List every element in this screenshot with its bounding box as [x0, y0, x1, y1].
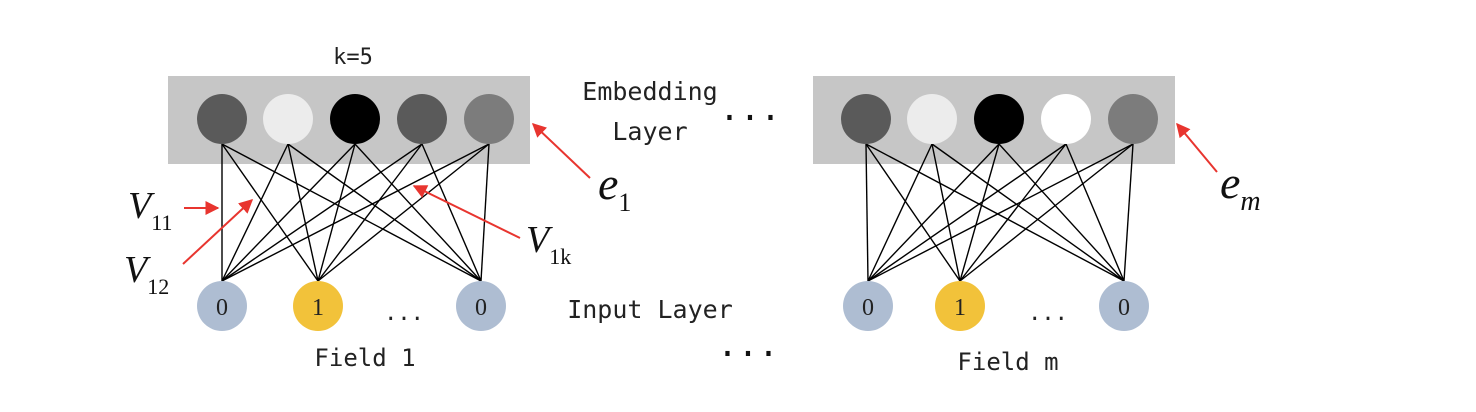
field-1-embedding-node-4	[397, 94, 447, 144]
field-1-connections	[221, 143, 490, 282]
field-1-connection-1-3	[221, 143, 356, 282]
field-m-connections	[865, 143, 1134, 282]
weight-v11-label: V11	[128, 185, 172, 235]
field-1-connection-2-5	[317, 143, 490, 282]
input-layer-label: Input Layer	[567, 295, 733, 324]
field-1-connection-2-2	[287, 143, 319, 282]
field-1-connection-3-1	[221, 143, 482, 282]
embedding-layer-label-line1: Embedding	[582, 77, 717, 106]
field-m-input-ellipsis: ...	[1028, 301, 1068, 326]
field-1-connection-1-4	[221, 143, 423, 282]
field-1-connection-3-5	[480, 143, 490, 282]
field-m-connection-3-4	[1065, 143, 1125, 282]
field-m-group: 0 1 0 ... Field m em	[813, 76, 1261, 376]
field-m-input-value-2: 1	[954, 295, 966, 321]
field-m-embedding-node-1	[841, 94, 891, 144]
weight-v1k-label: V1k	[526, 219, 571, 269]
field-m-embedding-node-5	[1108, 94, 1158, 144]
field-1-connection-2-1	[221, 143, 319, 282]
field-1-connection-3-4	[421, 143, 482, 282]
field-1-connection-3-3	[354, 143, 482, 282]
field-m-connection-1-5	[867, 143, 1134, 282]
field-m-connection-2-2	[931, 143, 961, 282]
field-m-label: Field m	[957, 348, 1058, 376]
field-1-embedding-node-3	[330, 94, 380, 144]
field-m-embedding-node-3	[974, 94, 1024, 144]
field-m-input-node-2	[935, 281, 985, 331]
field-1-connection-3-2	[287, 143, 482, 282]
field-1-label: Field 1	[314, 344, 415, 372]
field-m-embedding-symbol: em	[1220, 157, 1261, 217]
weight-v12-label: V12	[124, 249, 169, 299]
field-m-input-value-3: 0	[1118, 295, 1130, 321]
field-m-connection-1-3	[867, 143, 1000, 282]
field-m-embedding-node-2	[907, 94, 957, 144]
field-m-connection-3-5	[1123, 143, 1134, 282]
field-ellipsis: ...	[717, 325, 778, 365]
field-1-input-value-1: 0	[216, 295, 228, 321]
field-m-connection-2-5	[959, 143, 1134, 282]
field-1-group: k=5 0 1 0 ... Field 1 e1 V11 V12 V1k	[124, 45, 631, 372]
field-1-input-value-2: 1	[312, 295, 324, 321]
field-1-connection-1-2	[221, 143, 289, 282]
field-1-connection-2-3	[317, 143, 356, 282]
field-m-embedding-arrow	[1176, 122, 1218, 173]
field-m-connection-1-1	[865, 143, 869, 282]
field-1-input-value-3: 0	[475, 295, 487, 321]
field-1-input-node-2	[293, 281, 343, 331]
field-m-connection-3-2	[931, 143, 1125, 282]
field-1-input-ellipsis: ...	[384, 301, 424, 326]
weight-v12-arrow	[182, 199, 254, 265]
field-1-embedding-symbol: e1	[598, 158, 631, 217]
field-m-connection-1-2	[867, 143, 933, 282]
layer-labels: Embedding Layer ... Input Layer ...	[567, 77, 781, 365]
field-m-input-node-1	[843, 281, 893, 331]
k-label: k=5	[333, 45, 373, 70]
field-m-connection-3-1	[865, 143, 1125, 282]
field-m-connection-3-3	[998, 143, 1125, 282]
field-1-embedding-node-5	[464, 94, 514, 144]
field-1-connection-1-5	[221, 143, 490, 282]
field-m-connection-2-4	[959, 143, 1067, 282]
field-m-input-node-3	[1099, 281, 1149, 331]
embedding-layer-label-line2: Layer	[612, 117, 687, 146]
field-1-embedding-node-2	[263, 94, 313, 144]
field-1-embedding-node-1	[197, 94, 247, 144]
field-1-connection-2-4	[317, 143, 423, 282]
field-m-embedding-node-4	[1041, 94, 1091, 144]
field-1-input-node-3	[456, 281, 506, 331]
embedding-ellipsis: ...	[719, 89, 780, 129]
field-1-input-node-1	[197, 281, 247, 331]
weight-v1k-arrow	[412, 185, 521, 239]
field-m-input-value-1: 0	[862, 295, 874, 321]
field-1-embedding-arrow	[531, 123, 591, 179]
field-m-connection-1-4	[867, 143, 1067, 282]
field-m-connection-2-1	[865, 143, 961, 282]
field-m-connection-2-3	[959, 143, 1000, 282]
